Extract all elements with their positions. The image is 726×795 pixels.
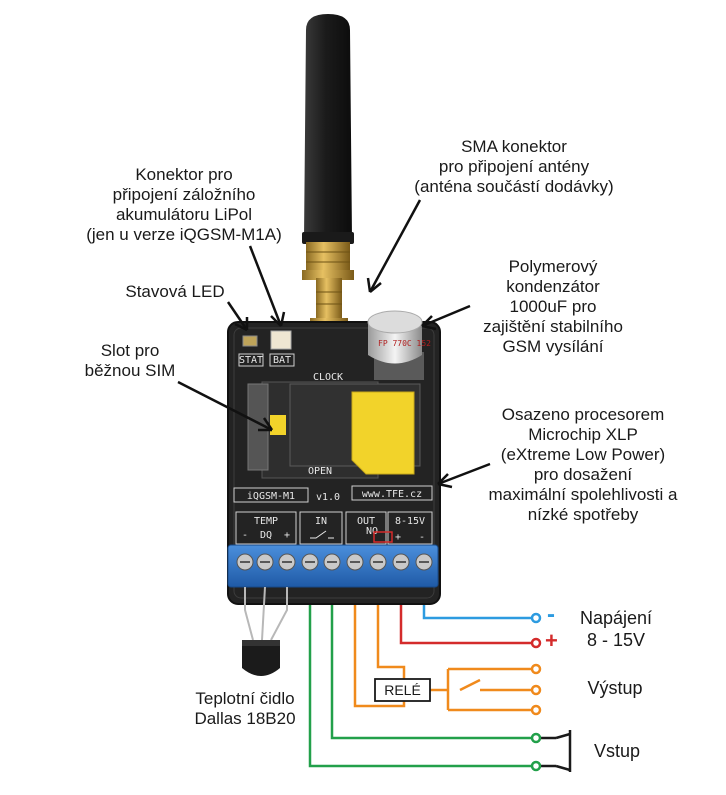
temp-plus: + xyxy=(284,530,290,541)
label-capacitor-line2: kondenzátor xyxy=(506,277,600,296)
temperature-sensor xyxy=(242,586,288,676)
model-label: iQGSM-M1 xyxy=(247,491,295,502)
wire-input-b xyxy=(308,585,532,768)
label-lipol-line4: (jen u verze iQGSM-M1A) xyxy=(86,225,282,244)
callout-arrows xyxy=(177,199,491,489)
relay-box xyxy=(374,678,431,702)
arrow-cpu xyxy=(437,462,491,486)
label-input: Vstup xyxy=(593,741,641,761)
status-led xyxy=(242,335,258,347)
label-led-line1: Stavová LED xyxy=(125,282,225,301)
arrow-lipol xyxy=(248,245,283,327)
relay-switch-arm xyxy=(459,678,481,692)
wires: RELÉ xyxy=(308,585,572,772)
wire-input-a xyxy=(330,585,532,740)
label-cpu-line5: maximální spolehlivosti a xyxy=(488,485,678,504)
dq-label: DQ xyxy=(260,530,272,541)
label-sim: Slot pro běžnou SIM xyxy=(60,341,200,381)
stat-label: STAT xyxy=(239,355,263,366)
label-capacitor-line1: Polymerový xyxy=(508,257,598,276)
label-cpu-line4: pro dosažení xyxy=(533,465,633,484)
bat-label: BAT xyxy=(273,355,291,366)
label-cpu-line6: nízké spotřeby xyxy=(527,505,639,524)
polymer-capacitor: FP 770C 152 xyxy=(367,310,431,380)
label-power-line2: 8 - 15V xyxy=(586,630,646,650)
wire-relay-b xyxy=(353,585,406,708)
label-cpu: Osazeno procesorem Microchip XLP (eXtrem… xyxy=(466,405,700,525)
web-label: www.TFE.cz xyxy=(362,489,422,500)
label-sensor-line1: Teplotní čidlo xyxy=(195,689,295,708)
label-sensor-line2: Dallas 18B20 xyxy=(194,709,296,728)
label-lipol: Konektor pro připojení záložního akumulá… xyxy=(50,165,318,245)
out-sub-label: NO xyxy=(366,526,378,537)
label-sim-line2: běžnou SIM xyxy=(84,361,176,380)
label-capacitor: Polymerový kondenzátor 1000uF pro zajišt… xyxy=(468,257,638,357)
lipol-connector xyxy=(270,330,292,350)
label-lipol-line1: Konektor pro xyxy=(135,165,233,184)
temp-label: TEMP xyxy=(254,516,278,527)
in-label: IN xyxy=(315,516,327,527)
terminal-circles xyxy=(530,612,542,772)
power-minus-sign: - xyxy=(547,601,555,628)
sim-clock-label: CLOCK xyxy=(313,372,343,383)
sim-card xyxy=(351,391,415,475)
supply-label: 8-15V xyxy=(395,516,425,527)
label-capacitor-line5: GSM vysílání xyxy=(502,337,604,356)
label-sma-line3: (anténa součástí dodávky) xyxy=(414,177,614,196)
label-sensor: Teplotní čidlo Dallas 18B20 xyxy=(150,689,340,729)
label-power-line1: Napájení xyxy=(579,608,653,628)
label-cpu-line1: Osazeno procesorem xyxy=(501,405,665,424)
wire-relay-out xyxy=(430,667,532,712)
arrow-capacitor xyxy=(421,304,471,328)
relay-label: RELÉ xyxy=(384,682,421,698)
label-lipol-line2: připojení záložního xyxy=(112,185,256,204)
label-output: Výstup xyxy=(587,678,643,698)
sim-slot: CLOCK OPEN xyxy=(247,372,421,479)
arrow-sim xyxy=(177,380,273,432)
arrow-sma xyxy=(368,199,422,293)
power-plus-sign: + xyxy=(545,628,558,653)
sim-open-label: OPEN xyxy=(308,466,332,477)
label-sma: SMA konektor pro připojení antény (antén… xyxy=(384,137,644,197)
temp-minus: - xyxy=(242,530,248,541)
label-cpu-line3: (eXtreme Low Power) xyxy=(500,445,666,464)
label-led: Stavová LED xyxy=(100,282,250,302)
supply-minus: - xyxy=(419,532,425,543)
label-sma-line1: SMA konektor xyxy=(461,137,567,156)
label-sim-line1: Slot pro xyxy=(100,341,160,360)
label-sma-line2: pro připojení antény xyxy=(438,157,590,176)
terminal-block xyxy=(227,544,439,588)
label-cpu-line2: Microchip XLP xyxy=(528,425,638,444)
label-power: Napájení 8 - 15V xyxy=(566,607,666,651)
label-capacitor-line3: 1000uF pro xyxy=(509,297,597,316)
out-label: OUT xyxy=(357,516,375,527)
label-lipol-line3: akumulátoru LiPol xyxy=(115,205,253,224)
version-label: v1.0 xyxy=(316,492,340,503)
capacitor-marking: FP 770C 152 xyxy=(378,339,431,348)
wire-relay-a xyxy=(376,585,406,680)
supply-plus: + xyxy=(395,532,401,543)
label-capacitor-line4: zajištění stabilního xyxy=(483,317,623,336)
arrow-led xyxy=(226,301,249,331)
pcb-board: STAT BAT FP 770C 152 CLOCK OPEN iQGSM-M1… xyxy=(227,310,441,605)
